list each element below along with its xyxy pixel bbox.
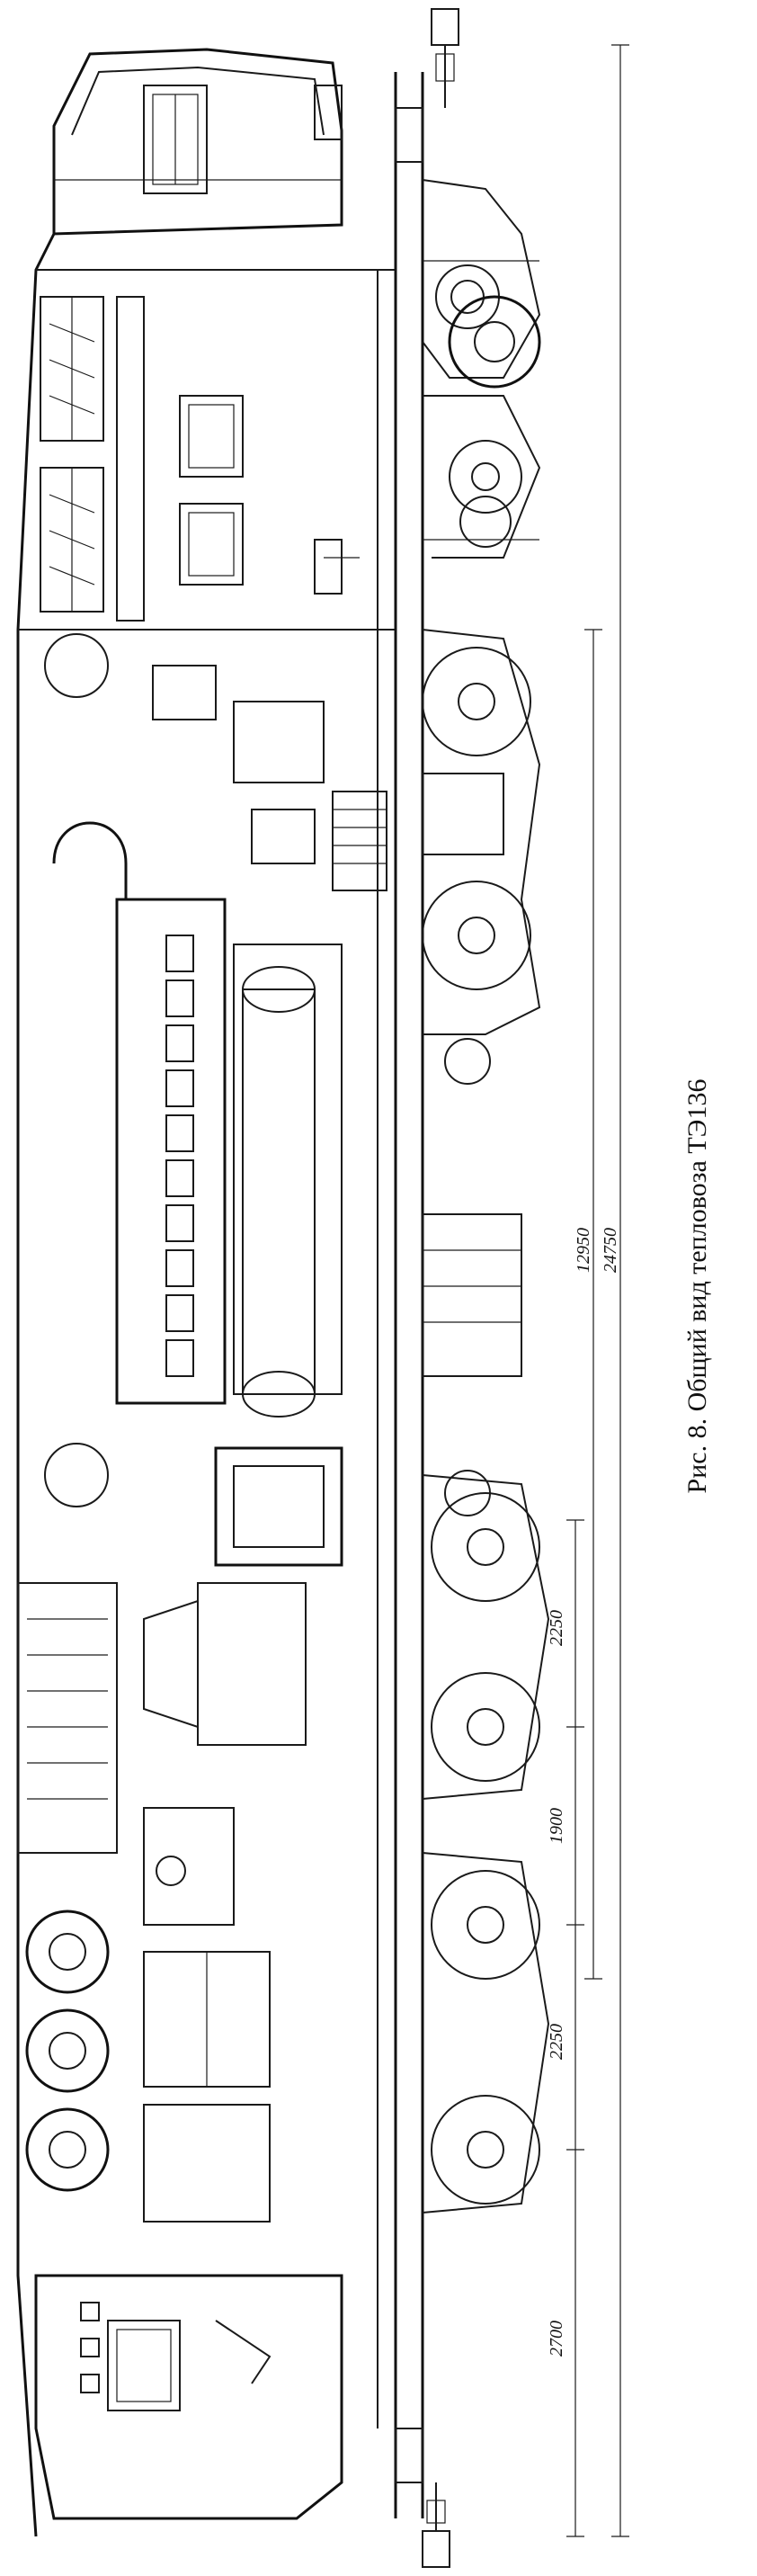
- diesel-engine: [44, 633, 343, 1507]
- dim-overall-inner: 12950: [574, 1228, 593, 1273]
- dim-bogie-a-axle-spacing: 2250: [547, 1610, 566, 1646]
- dim-bogie-b-axle-spacing: 2250: [547, 2024, 566, 2060]
- rear-bogie-b: [422, 1852, 550, 2214]
- radiator-fans: [17, 1582, 118, 2192]
- dimension-labels: 12950 24750 2250 1900 2250 2700: [547, 1228, 620, 2357]
- engine-cylinders: [165, 935, 194, 1377]
- bogie-2: [422, 629, 541, 1085]
- front-bogie: [422, 179, 541, 559]
- auxiliary-equipment: [152, 665, 387, 891]
- figure-caption: Рис. 8. Общий вид тепловоза ТЭ136: [682, 1079, 712, 1494]
- traction-generator: [143, 1446, 343, 1746]
- coupler-top: [431, 8, 459, 108]
- dim-overall-outer: 24750: [601, 1228, 620, 1273]
- dim-bogie-gap: 1900: [547, 1808, 566, 1844]
- roof-vent-1: [40, 296, 104, 442]
- rear-bogie-a: [422, 1474, 550, 1800]
- fuel-tank: [422, 1213, 522, 1516]
- dim-end-overhang: 2700: [547, 2321, 566, 2357]
- front-cab: [52, 48, 343, 236]
- roof-cooling-section: [16, 233, 396, 2537]
- main-frame: [377, 72, 424, 2518]
- rear-compartments: [143, 1807, 271, 2223]
- coupler-bottom: [422, 2482, 450, 2568]
- roof-vent-2: [40, 467, 104, 613]
- dimension-lines: [566, 44, 629, 2537]
- rear-cab: [34, 2274, 343, 2520]
